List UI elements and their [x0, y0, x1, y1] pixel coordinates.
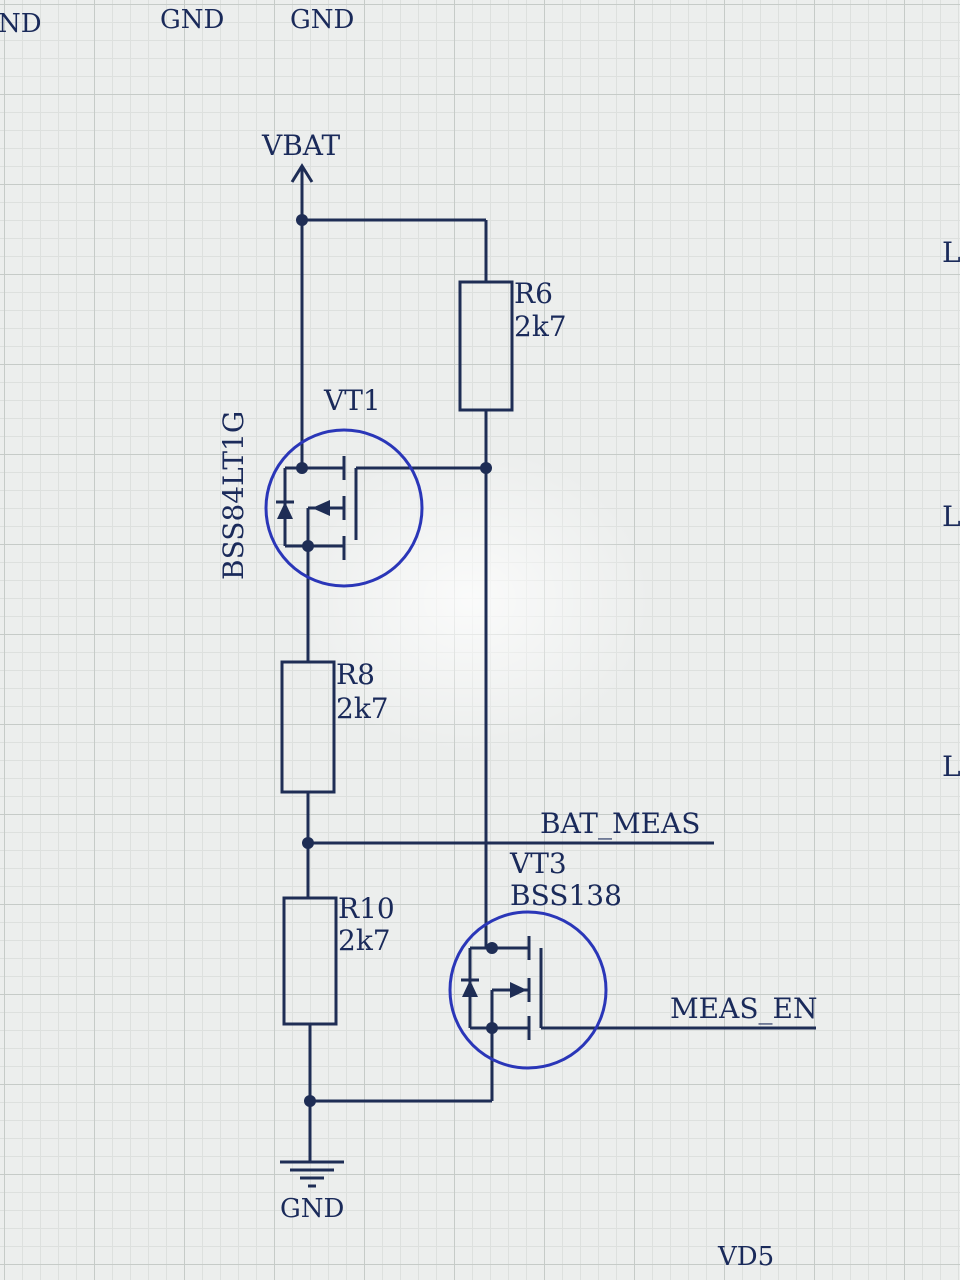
ground-symbol-icon [280, 1160, 344, 1188]
vt1-pmos-transistor[interactable] [264, 428, 424, 588]
vt3-channel-arrow-icon [510, 982, 527, 998]
r8-value-label: 2k7 [336, 692, 389, 725]
junction-dots [296, 214, 492, 1107]
vt3-ring [448, 910, 608, 1070]
r6-value-label: 2k7 [514, 310, 567, 343]
vt1-channel-arrow-icon [312, 500, 330, 516]
wires [300, 218, 816, 1162]
edge-label-2: L [942, 500, 960, 533]
top-gnd-label-2: GND [290, 5, 354, 35]
vbat-arrow-icon [290, 163, 314, 220]
r6-resistor[interactable] [458, 280, 514, 412]
vt3-body-diode-icon [462, 980, 478, 997]
r8-resistor[interactable] [280, 660, 336, 794]
vt1-ring [264, 428, 424, 588]
vd5-label: VD5 [717, 1242, 774, 1272]
r10-ref-label: R10 [338, 892, 395, 925]
vt1-body-diode-icon [277, 502, 293, 519]
r10-value-label: 2k7 [338, 924, 391, 957]
top-gnd-label-1: GND [160, 5, 224, 35]
bat-meas-net-label: BAT_MEAS [540, 807, 700, 840]
meas-en-net-label: MEAS_EN [670, 992, 817, 1025]
vt1-ref-label: VT1 [323, 384, 381, 417]
vt3-part-label: BSS138 [510, 879, 622, 912]
vbat-label: VBAT [261, 129, 340, 162]
r8-ref-label: R8 [336, 658, 375, 691]
gnd-bottom-label: GND [280, 1194, 344, 1224]
r6-ref-label: R6 [514, 277, 553, 310]
vt3-nmos-transistor[interactable] [448, 910, 608, 1070]
top-gnd-partial-label: ND [0, 9, 42, 39]
edge-label-3: L [942, 750, 960, 783]
r10-resistor[interactable] [282, 896, 338, 1026]
vt1-part-label: BSS84LT1G [217, 411, 250, 580]
edge-label-1: L [942, 236, 960, 269]
vt3-ref-label: VT3 [509, 847, 567, 880]
